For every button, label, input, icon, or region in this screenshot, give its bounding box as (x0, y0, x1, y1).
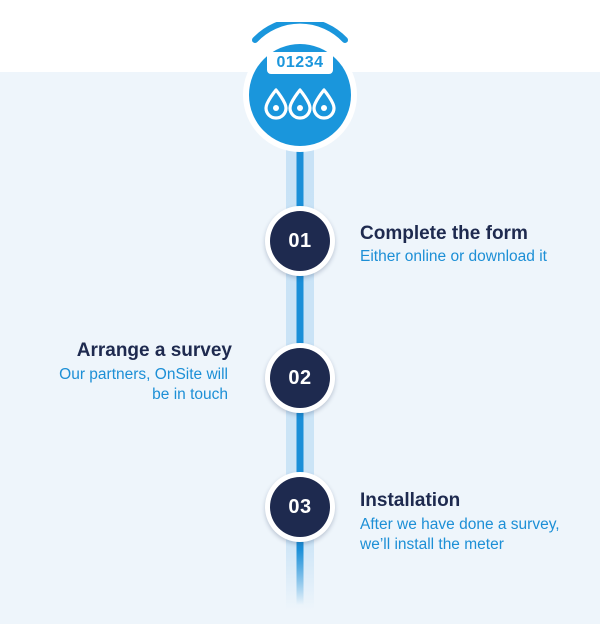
meter-display (267, 52, 333, 74)
step-2-badge: 02 (265, 343, 335, 413)
step-3-badge: 03 (265, 472, 335, 542)
step-3-number: 03 (270, 477, 330, 537)
step-2-description-line: Our partners, OnSite will (59, 366, 228, 383)
step-1-number: 01 (270, 211, 330, 271)
step-2-number: 02 (270, 348, 330, 408)
meter-reading: 01234 (276, 54, 324, 71)
step-3-title: Installation (360, 490, 461, 511)
step-2-title: Arrange a survey (76, 340, 232, 361)
step-2-description-line: be in touch (152, 386, 228, 403)
step-1-title: Complete the form (360, 223, 528, 244)
step-3-description-line: After we have done a survey, (360, 516, 560, 533)
step-2-description: Our partners, OnSite will be in touch (20, 365, 228, 405)
step-1-description-line: Either online or download it (360, 248, 547, 265)
meter-arc (252, 22, 348, 43)
step-3-description-line: we’ll install the meter (360, 536, 504, 553)
water-drops-icon (264, 88, 336, 120)
water-meter-icon (243, 22, 357, 152)
step-1-badge: 01 (265, 206, 335, 276)
step-1-description: Either online or download it (360, 247, 590, 267)
step-3-description: After we have done a survey, we’ll insta… (360, 515, 595, 555)
